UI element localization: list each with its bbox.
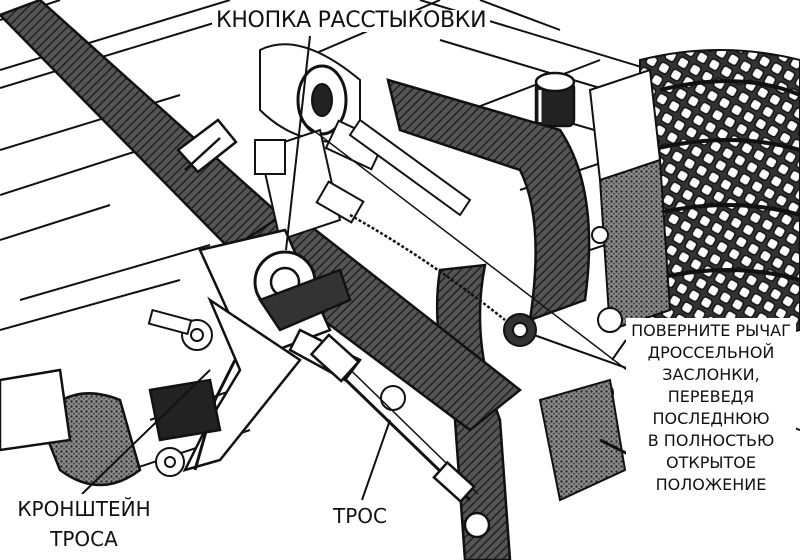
instruction-line: ПОСЛЕДНЮЮ	[652, 409, 770, 428]
throttle-cable	[299, 119, 641, 539]
leader-throttle-lever	[611, 339, 627, 361]
label-cable-bracket: КРОНШТЕЙН ТРОСА	[4, 494, 164, 554]
throttle-linkage	[254, 43, 472, 242]
instruction-line: ПЕРЕВЕДЯ	[667, 387, 755, 406]
instruction-line: ДРОССЕЛЬНОЙ	[647, 343, 775, 362]
lower-right-linkage	[538, 378, 641, 502]
leader-cable-bracket	[81, 369, 211, 495]
bracket-line: КРОНШТЕЙН	[17, 497, 151, 521]
instruction-line: ЗАСЛОНКИ,	[662, 365, 760, 384]
leader-disconnect-button	[285, 35, 311, 251]
leader-cable	[361, 419, 391, 501]
instruction-line: В ПОЛНОСТЬЮ	[647, 431, 775, 450]
label-disconnect-button: КНОПКА РАССТЫКОВКИ	[212, 10, 491, 32]
label-cable: ТРОС	[330, 506, 390, 526]
label-throttle-instruction: ПОВЕРНИТЕ РЫЧАГ ДРОССЕЛЬНОЙ ЗАСЛОНКИ, ПЕ…	[626, 318, 796, 498]
instruction-line: ПОЛОЖЕНИЕ	[655, 475, 767, 494]
vacuum-cap	[534, 71, 576, 128]
lower-left-components	[0, 368, 222, 487]
leader-lines	[81, 35, 627, 501]
instruction-line: ОТКРЫТОЕ	[666, 453, 756, 472]
instruction-line: ПОВЕРНИТЕ РЫЧАГ	[631, 321, 791, 340]
fasteners	[147, 226, 623, 477]
air-cleaner-assembly	[588, 49, 800, 338]
bracket-line: ТРОСА	[50, 527, 118, 551]
